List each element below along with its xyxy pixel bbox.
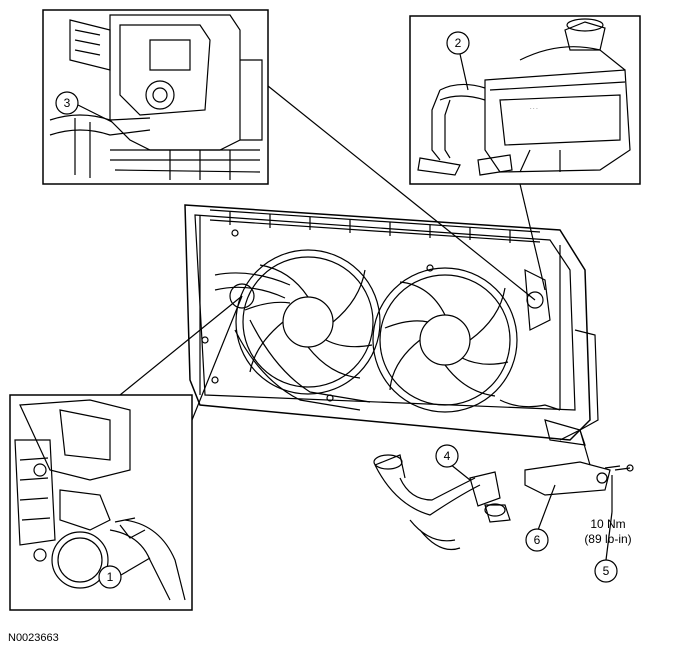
inset-top-left xyxy=(42,9,269,185)
leader-line-6 xyxy=(537,484,556,531)
callout-circle-4 xyxy=(435,444,459,468)
bracket-and-bolt xyxy=(524,429,634,512)
torque-spec-line1: 10 Nm xyxy=(590,517,625,531)
torque-spec-line2: (89 lb-in) xyxy=(584,532,631,546)
callout-circle-6 xyxy=(525,528,549,552)
radiator-fan-assembly xyxy=(184,204,599,446)
callout-label-1: 1 xyxy=(107,570,114,584)
inset-top-right: · · · xyxy=(409,15,641,185)
inset-bottom-left xyxy=(9,394,193,611)
leader-line-5 xyxy=(605,511,613,561)
callout-label-5: 5 xyxy=(603,564,610,578)
callout-label-3: 3 xyxy=(64,96,71,110)
callout-label-2: 2 xyxy=(455,36,462,50)
svg-text:· · ·: · · · xyxy=(530,106,538,112)
lower-hose xyxy=(373,454,511,551)
callout-label-6: 6 xyxy=(534,533,541,547)
figure-id: N0023663 xyxy=(8,632,59,644)
callout-circle-5 xyxy=(594,559,618,583)
callout-label-4: 4 xyxy=(444,449,451,463)
